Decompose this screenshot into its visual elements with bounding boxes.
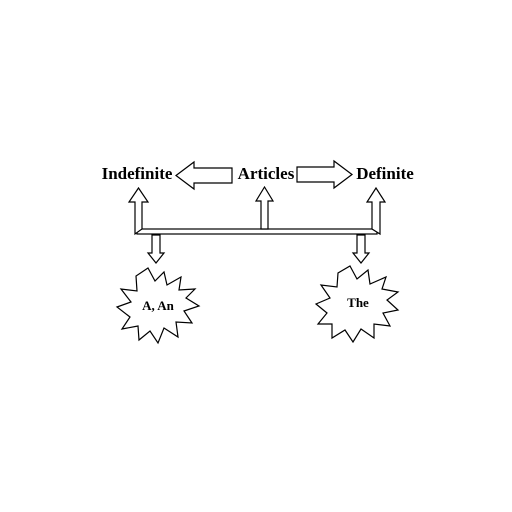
up-arrow-right: [365, 186, 387, 236]
up-arrow-left: [127, 186, 150, 236]
down-arrow-right: [351, 234, 371, 264]
up-arrow-center: [254, 185, 275, 230]
definite-label: Definite: [356, 164, 414, 183]
right-burst-label: The: [347, 295, 369, 310]
articles-label: Articles: [238, 164, 295, 183]
right-burst-shape: [314, 265, 400, 344]
down-arrow-left: [146, 234, 166, 264]
indefinite-label: Indefinite: [102, 164, 173, 183]
connector-bar: [136, 228, 378, 235]
right-arrow: [296, 159, 353, 190]
left-arrow: [175, 160, 233, 191]
left-burst-shape: [115, 267, 201, 345]
left-burst-label: A, An: [142, 298, 175, 313]
